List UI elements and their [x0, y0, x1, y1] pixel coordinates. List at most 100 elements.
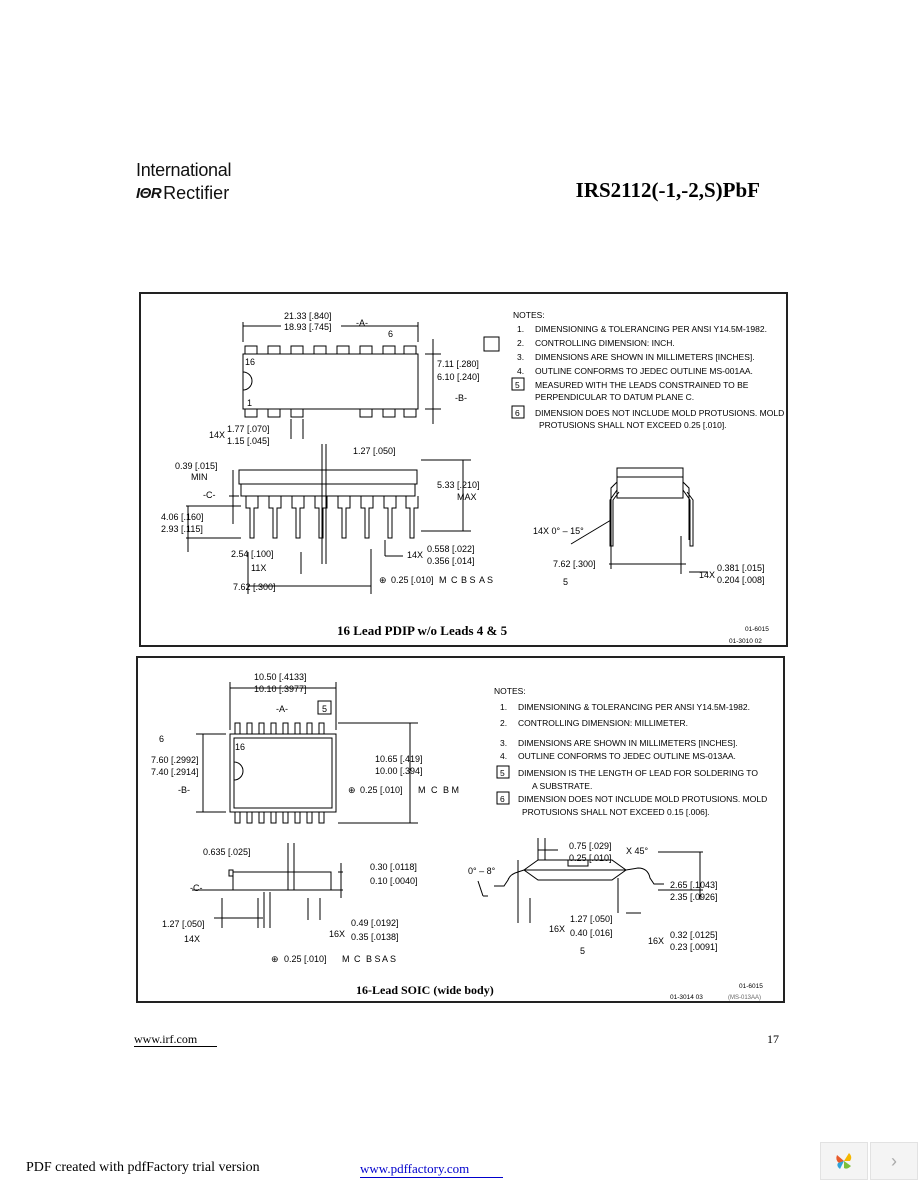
note-text-5b: PERPENDICULAR TO DATUM PLANE C.	[535, 392, 694, 402]
soic-note-num-3: 3.	[500, 738, 507, 748]
soic-dim-foot-qty: 16X	[549, 924, 565, 934]
soic-dim-height-max: 2.65 [.1043]	[670, 880, 718, 890]
datum-c: -C-	[203, 490, 216, 500]
tol-frame-0: ⊕	[379, 575, 387, 585]
dim-len-min: 18.93 [.745]	[284, 322, 332, 332]
viewer-controls: ›	[820, 1142, 918, 1180]
soic-pin-16-label: 16	[235, 742, 245, 752]
tol-frame-5: A S	[479, 575, 493, 585]
dim-pitch-qty: 11X	[251, 563, 266, 573]
pdip-caption: 16 Lead PDIP w/o Leads 4 & 5	[337, 623, 508, 638]
note-num-4: 4.	[517, 366, 524, 376]
dim-angle: 14X 0° – 15°	[533, 526, 584, 536]
tol-frame-3: C	[451, 575, 458, 585]
pdip-notch	[242, 371, 253, 391]
dim-lead-t-max: 0.558 [.022]	[427, 544, 475, 554]
soic-dim-t-qty: 16X	[648, 936, 664, 946]
soic-tol-0: ⊕	[271, 954, 279, 964]
note-num-3: 3.	[517, 352, 524, 362]
soic-datum-c: -C-	[190, 883, 203, 893]
dim-width-max: 7.11 [.280]	[437, 359, 479, 369]
soic-note-text-5: DIMENSION IS THE LENGTH OF LEAD FOR SOLD…	[518, 768, 758, 778]
soic-note-text-5b: A SUBSTRATE.	[532, 781, 592, 791]
soic-dim-foot-min: 0.40 [.016]	[570, 928, 613, 938]
soic-drawing-panel: 16 10.50 [.4133] 10.10 [.3977] -A- 5 6 7…	[136, 656, 785, 1003]
soic-tolb-0: ⊕	[348, 785, 356, 795]
soic-dim-span-min: 10.00 [.394]	[375, 766, 423, 776]
page-number: 17	[767, 1032, 779, 1046]
dim-lead-w-max: 1.77 [.070]	[227, 424, 270, 434]
soic-note5-flag: 5	[322, 704, 327, 714]
dim-side-spacing: 7.62 [.300]	[553, 559, 596, 569]
pinwheel-icon	[836, 1153, 852, 1169]
soic-dim-t-max: 0.32 [.0125]	[670, 930, 718, 940]
note-num-5: 5	[515, 380, 520, 390]
soic-note-text-4: OUTLINE CONFORMS TO JEDEC OUTLINE MS-013…	[518, 751, 736, 761]
soic-body-top	[229, 733, 337, 813]
soic-dim-chamfer-min: 0.25 [.010]	[569, 853, 612, 863]
pdip-drawing-panel: 16 1 21.33 [.840] 18.93 [.745] -A- 6 7.1…	[139, 292, 788, 647]
soic-code-3: (MS-013AA)	[728, 995, 761, 1001]
pdip-drawing: 16 1 21.33 [.840] 18.93 [.745] -A- 6 7.1…	[161, 310, 784, 645]
soic-tol-4: B S	[366, 954, 381, 964]
soic-tolb-4: B M	[443, 785, 459, 795]
pdip-code-2: 01-3010 02	[729, 638, 762, 645]
company-logo-text: International	[136, 160, 232, 180]
dim-lead-len-min: 2.93 [.115]	[161, 524, 203, 534]
soic-note-num-2: 2.	[500, 718, 507, 728]
soic-dim-height-min: 2.35 [.0926]	[670, 892, 718, 902]
note5-flag: 5	[563, 577, 568, 587]
next-page-button[interactable]: ›	[870, 1142, 918, 1180]
soic-dim-lead-w-qty: 16X	[329, 929, 345, 939]
soic-dim-chamfer-angle: X 45°	[626, 846, 649, 856]
soic-dim-w-max: 7.60 [.2992]	[151, 755, 199, 765]
dim-side-t-qty: 14X	[699, 570, 715, 580]
soic-note-text-3: DIMENSIONS ARE SHOWN IN MILLIMETERS [INC…	[518, 738, 738, 748]
note-num-2: 2.	[517, 338, 524, 348]
soic-dim-w-min: 7.40 [.2914]	[151, 767, 199, 777]
soic-note-num-4: 4.	[500, 751, 507, 761]
pdffactory-link[interactable]: www.pdffactory.com	[360, 1161, 504, 1178]
note-text-6: DIMENSION DOES NOT INCLUDE MOLD PROTUSIO…	[535, 408, 784, 418]
logo-rectifier: Rectifier	[163, 183, 230, 203]
app-logo-button[interactable]	[820, 1142, 868, 1180]
tol-frame-2: M	[439, 575, 447, 585]
soic-dim-foot-max: 1.27 [.050]	[570, 914, 613, 924]
tol-frame-4: B S	[461, 575, 476, 585]
soic-datum-a: -A-	[276, 704, 288, 714]
soic-tolb-2: M	[418, 785, 426, 795]
soic-caption: 16-Lead SOIC (wide body)	[356, 983, 494, 997]
soic-note-text-2: CONTROLLING DIMENSION: MILLIMETER.	[518, 718, 688, 728]
soic-dim-lead-w-max: 0.49 [.0192]	[351, 918, 399, 928]
soic-notes-title: NOTES:	[494, 686, 526, 696]
note-text-2: CONTROLLING DIMENSION: INCH.	[535, 338, 675, 348]
notes-title: NOTES:	[513, 310, 545, 320]
soic-dim-pitch: 0.635 [.025]	[203, 847, 251, 857]
soic-dim-chamfer-max: 0.75 [.029]	[569, 841, 612, 851]
dim-lead-w-min: 1.15 [.045]	[227, 436, 270, 446]
chevron-right-icon: ›	[891, 1150, 897, 1171]
soic-note-text-1: DIMENSIONING & TOLERANCING PER ANSI Y14.…	[518, 702, 750, 712]
soic-note-num-5: 5	[500, 768, 505, 778]
soic-tolb-3: C	[431, 785, 438, 795]
soic-dim-angle: 0° – 8°	[468, 866, 496, 876]
note-text-4: OUTLINE CONFORMS TO JEDEC OUTLINE MS-001…	[535, 366, 753, 376]
website-link[interactable]: www.irf.com	[134, 1032, 218, 1047]
note-num-6: 6	[515, 408, 520, 418]
pdip-body-top	[242, 353, 419, 410]
soic-note6-flag: 6	[159, 734, 164, 744]
dim-lead-t-min: 0.356 [.014]	[427, 556, 475, 566]
part-number: IRS2112(-1,-2,S)PbF	[575, 178, 760, 202]
dim-standoff: 0.39 [.015]	[175, 461, 218, 471]
soic-tolb-1: 0.25 [.010]	[360, 785, 403, 795]
soic-dim-len-max: 10.50 [.4133]	[254, 672, 307, 682]
soic-dim-pitch-127: 1.27 [.050]	[162, 919, 205, 929]
dim-height-max-label: MAX	[457, 492, 477, 502]
soic-datum-b: -B-	[178, 785, 190, 795]
dim-height-max: 5.33 [.210]	[437, 480, 480, 490]
soic-drawing: 16 10.50 [.4133] 10.10 [.3977] -A- 5 6 7…	[151, 672, 767, 1001]
soic-note-text-6b: PROTUSIONS SHALL NOT EXCEED 0.15 [.006].	[522, 807, 710, 817]
pin-1-label: 1	[247, 398, 252, 408]
note-text-1: DIMENSIONING & TOLERANCING PER ANSI Y14.…	[535, 324, 767, 334]
logo-mark: IΘR	[136, 185, 162, 202]
